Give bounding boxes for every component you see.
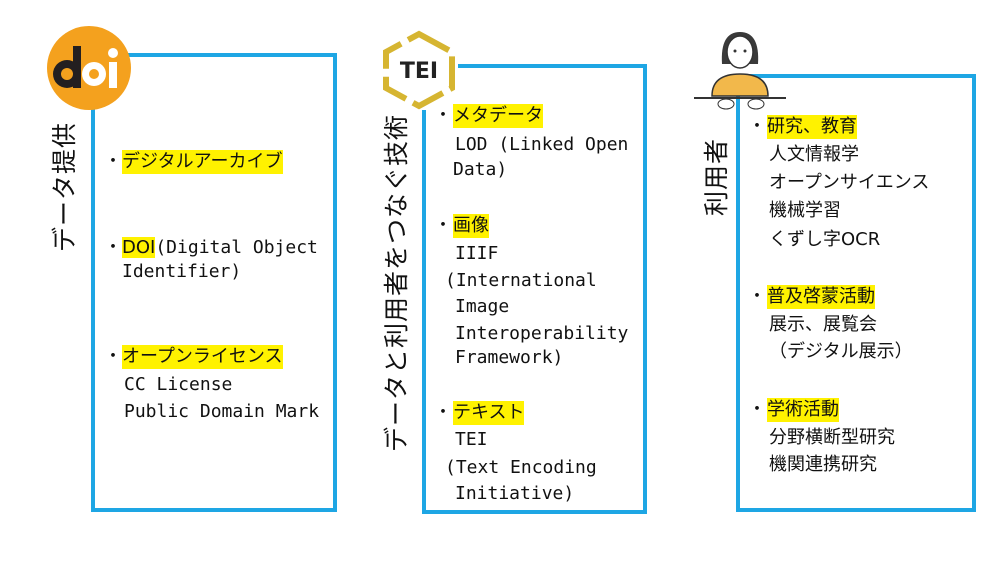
item-heading: DOI(Digital Object [122,236,318,260]
item-line: Image [455,296,510,317]
bullet: ・ [104,237,122,258]
item-line: 機械学習 [769,200,841,221]
item-line: (Text Encoding [445,457,597,478]
data-provision-box [91,53,337,512]
item-line: Identifier) [122,261,242,282]
item-heading: 学術活動 [767,398,839,422]
item-line: LOD (Linked Open [455,134,629,155]
item-heading-suffix: (Digital Object [155,237,318,258]
tei-logo: TEI [380,30,458,110]
user-illustration [694,24,786,116]
doi-logo [47,26,131,110]
bullet: ・ [748,399,766,420]
item-heading: デジタルアーカイブ [122,150,283,174]
item-heading: テキスト [453,401,525,425]
item-line: 人文情報学 [769,144,859,165]
column-label-users: 利用者 [702,137,731,216]
item-heading: 研究、教育 [767,115,857,139]
bullet: ・ [748,116,766,137]
bullet: ・ [748,286,766,307]
item-line: 機関連携研究 [769,454,877,475]
item-line: (International [445,270,597,291]
item-line: Data) [453,159,508,180]
bullet: ・ [104,346,122,367]
item-line: CC License [124,374,233,395]
item-line: オープンサイエンス [769,172,930,193]
tei-logo-text: TEI [400,59,438,84]
item-line: TEI [455,429,488,450]
tei-logo-icon: TEI [383,30,455,110]
column-label-connecting-technology: データと利用者をつなぐ技術 [382,113,411,452]
doi-logo-icon [53,46,118,88]
item-line: Public Domain Mark [124,401,320,422]
item-heading: 画像 [453,214,489,238]
connecting-technology-box [422,64,647,514]
column-label-data-provision: データ提供 [50,121,79,252]
item-line: Interoperability [455,323,629,344]
item-heading: メタデータ [453,104,543,128]
item-line: （デジタル展示） [769,341,913,362]
item-line: 分野横断型研究 [769,427,895,448]
bullet: ・ [434,215,452,236]
person-icon [694,32,786,110]
item-line: Initiative) [455,483,575,504]
item-heading: 普及啓蒙活動 [767,285,875,309]
item-line: くずし字OCR [769,229,881,250]
item-line: 展示、展覧会 [769,314,877,335]
bullet: ・ [434,105,452,126]
bullet: ・ [104,151,122,172]
item-heading: オープンライセンス [122,345,283,369]
bullet: ・ [434,402,452,423]
item-line: IIIF [455,243,499,264]
item-heading-doi: DOI [122,237,156,258]
item-line: Framework) [455,347,564,368]
